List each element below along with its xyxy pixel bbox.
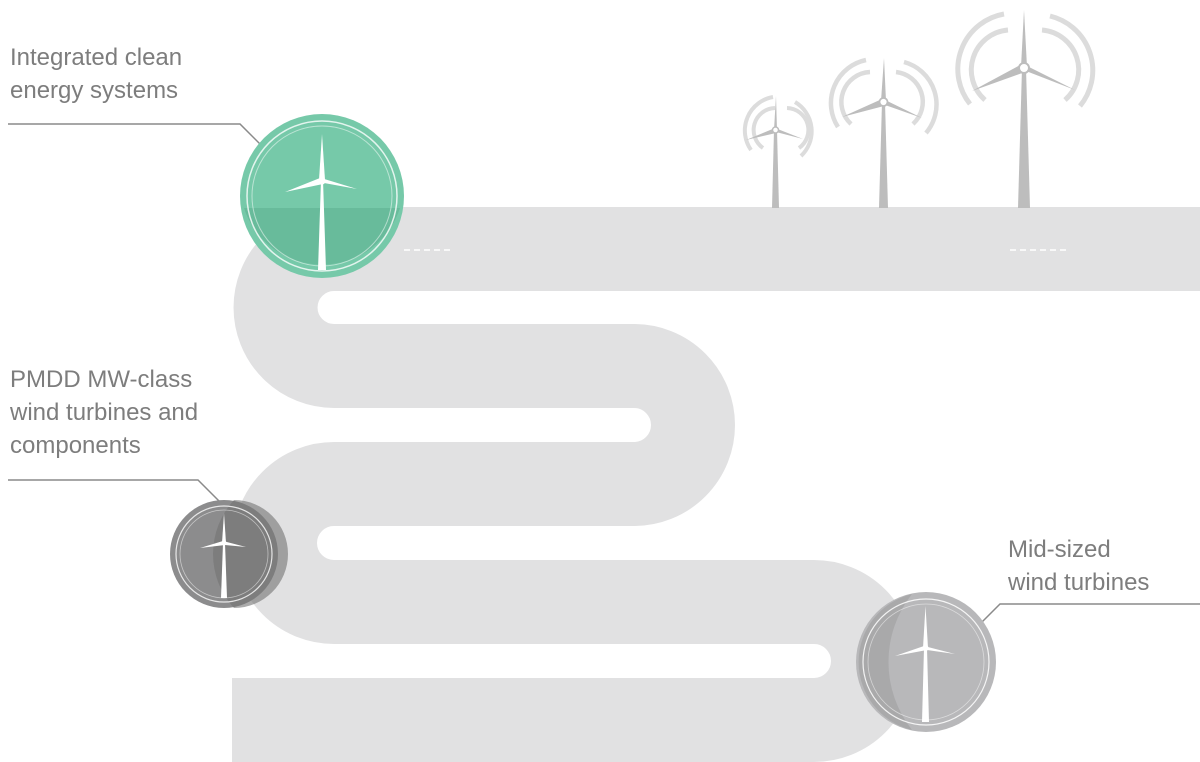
milestone-label-midsized: Mid-sized wind turbines	[1008, 533, 1149, 599]
label-line: Integrated clean	[10, 41, 182, 74]
milestone-badge-pmdd	[170, 500, 288, 608]
label-line: wind turbines and	[10, 396, 198, 429]
label-line: wind turbines	[1008, 566, 1149, 599]
milestone-label-integrated: Integrated clean energy systems	[10, 41, 182, 107]
background-turbine-small	[745, 96, 812, 208]
background-turbine-large	[958, 10, 1093, 208]
leader-line-integrated	[8, 124, 262, 146]
leader-line-pmdd	[8, 480, 220, 502]
wind-turbine-icon	[772, 130, 779, 208]
label-line: Mid-sized	[1008, 533, 1149, 566]
milestone-label-pmdd: PMDD MW-class wind turbines and componen…	[10, 363, 198, 462]
wind-turbine-icon	[1018, 68, 1030, 208]
winding-road	[232, 249, 1200, 720]
signal-wave-icon	[745, 97, 812, 156]
label-line: PMDD MW-class	[10, 363, 198, 396]
leader-line-midsized	[978, 604, 1200, 626]
background-turbine-medium	[831, 58, 937, 208]
label-line: components	[10, 429, 198, 462]
wind-turbine-icon	[879, 102, 888, 208]
milestone-badge-midsized	[856, 592, 996, 732]
milestone-badge-integrated	[240, 114, 404, 278]
label-line: energy systems	[10, 74, 182, 107]
